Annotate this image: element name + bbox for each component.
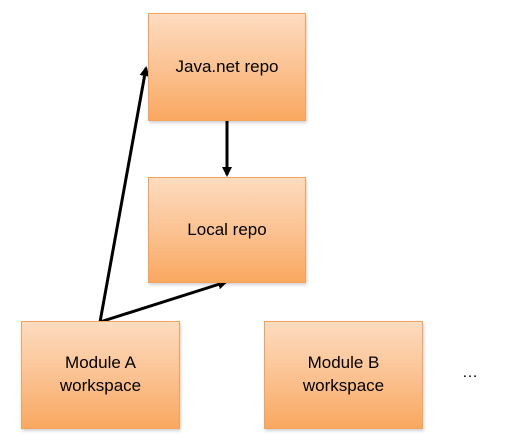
more-modules-ellipsis: … [462,364,478,381]
java-net-repo-box[interactable]: Java.net repo [148,13,306,121]
local-repo-label: Local repo [187,219,267,239]
module-b-workspace-box[interactable]: Module B workspace [264,321,423,429]
module-b-workspace-label: Module B workspace [302,353,385,395]
local-repo-box[interactable]: Local repo [148,177,306,283]
java-net-repo-label: Java.net repo [175,56,279,76]
module-a-workspace-label: Module A workspace [59,353,142,395]
module-a-workspace-box[interactable]: Module A workspace [21,321,180,429]
arrow-module-a-to-java [98,66,150,323]
arrow-module-a-to-local [99,279,228,324]
